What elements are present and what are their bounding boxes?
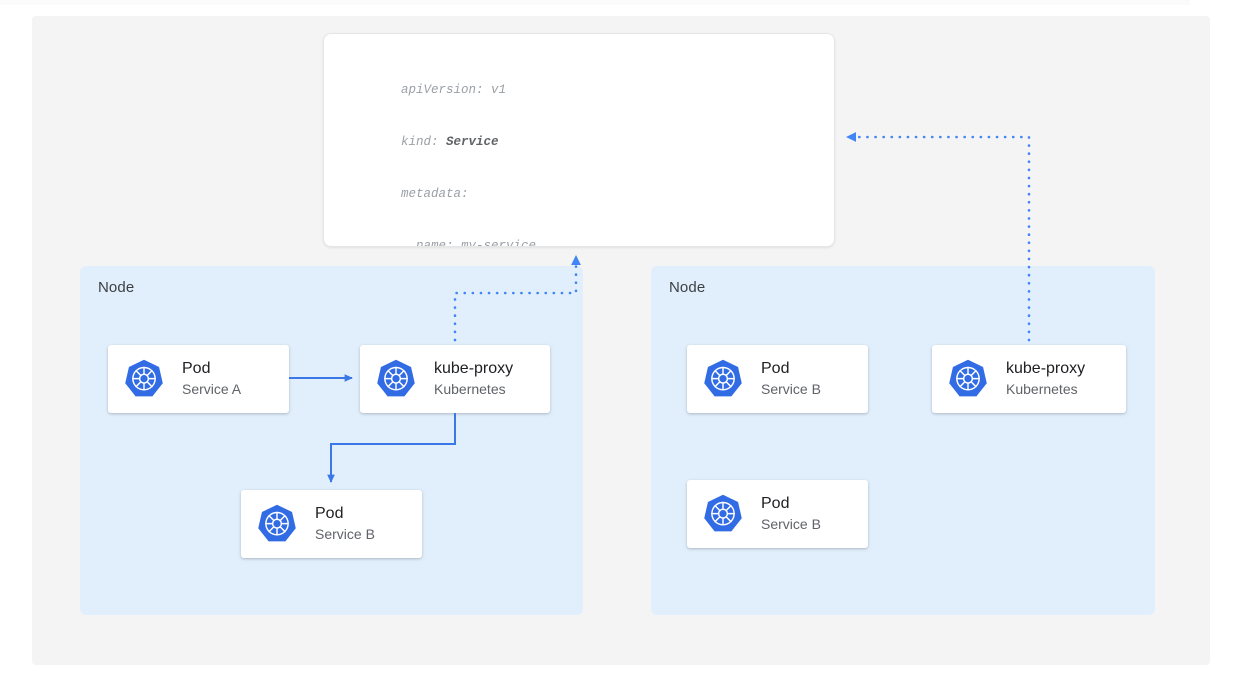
card-subtitle: Service B <box>315 526 375 542</box>
card-kube-proxy-right[interactable]: kube-proxy Kubernetes <box>932 345 1126 413</box>
card-title: kube-proxy <box>1006 360 1086 377</box>
card-pod-service-b-right-top[interactable]: Pod Service B <box>687 345 868 413</box>
card-title: kube-proxy <box>434 360 514 377</box>
card-title: Pod <box>182 360 211 377</box>
node-label: Node <box>98 279 135 296</box>
card-pod-service-a[interactable]: Pod Service A <box>108 345 289 413</box>
kubernetes-icon <box>701 357 745 401</box>
kubernetes-icon <box>701 492 745 536</box>
service-manifest-body: apiVersion: v1 kind: Service metadata: n… <box>401 47 709 247</box>
service-manifest-card: apiVersion: v1 kind: Service metadata: n… <box>323 33 835 247</box>
card-text: Pod Service B <box>761 494 821 534</box>
card-text: kube-proxy Kubernetes <box>1006 359 1085 399</box>
kubernetes-icon <box>122 357 166 401</box>
card-pod-service-b-left[interactable]: Pod Service B <box>241 490 422 558</box>
kubernetes-icon <box>946 357 990 401</box>
card-title: Pod <box>761 495 790 512</box>
card-subtitle: Service B <box>761 516 821 532</box>
yaml-line: kind: Service <box>401 135 499 150</box>
yaml-line: metadata: <box>401 187 469 202</box>
card-text: Pod Service A <box>182 359 241 399</box>
card-pod-service-b-right-bottom[interactable]: Pod Service B <box>687 480 868 548</box>
card-text: Pod Service B <box>761 359 821 399</box>
card-title: Pod <box>315 505 344 522</box>
node-panel-right: Node <box>651 266 1155 615</box>
card-subtitle: Service B <box>761 381 821 397</box>
card-subtitle: Service A <box>182 381 242 397</box>
card-kube-proxy-left[interactable]: kube-proxy Kubernetes <box>360 345 550 413</box>
top-strip <box>0 0 1190 5</box>
kubernetes-icon <box>255 502 299 546</box>
kubernetes-icon <box>374 357 418 401</box>
card-subtitle: Kubernetes <box>1006 381 1078 397</box>
card-title: Pod <box>761 360 790 377</box>
yaml-line: name: my-service <box>401 239 537 247</box>
card-text: Pod Service B <box>315 504 375 544</box>
node-label: Node <box>669 279 706 296</box>
node-panel-left: Node <box>80 266 583 615</box>
yaml-line: apiVersion: v1 <box>401 82 507 97</box>
card-text: kube-proxy Kubernetes <box>434 359 513 399</box>
card-subtitle: Kubernetes <box>434 381 506 397</box>
